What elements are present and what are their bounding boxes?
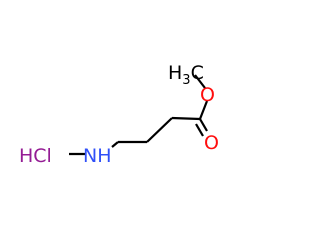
bond-set bbox=[69, 74, 209, 156]
bond-carbonyl-carbon-to-alpha-carbon bbox=[171, 116, 201, 121]
bond-carbonyl-double-a bbox=[199, 118, 208, 132]
methyl-subscript: 3 bbox=[182, 73, 190, 88]
bond-gamma-carbon-to-nitrogen bbox=[111, 141, 119, 148]
bond-carbonyl-double-b bbox=[195, 123, 204, 137]
methyl-c: C bbox=[191, 62, 204, 84]
structure-diagram: H3C O O NH HCl bbox=[19, 62, 219, 167]
carbonyl-oxygen-label: O bbox=[204, 132, 219, 154]
amine-label: NH bbox=[83, 145, 112, 167]
hcl-label: HCl bbox=[19, 145, 52, 167]
bond-ester-oxygen-to-carbonyl-carbon bbox=[198, 100, 209, 120]
bond-methyl-to-ester-oxygen bbox=[194, 74, 206, 89]
ester-oxygen-label: O bbox=[200, 84, 215, 106]
bond-alpha-to-beta-carbon bbox=[146, 117, 173, 143]
methyl-h: H bbox=[168, 62, 182, 84]
methyl-ester-label: H3C bbox=[168, 62, 204, 88]
